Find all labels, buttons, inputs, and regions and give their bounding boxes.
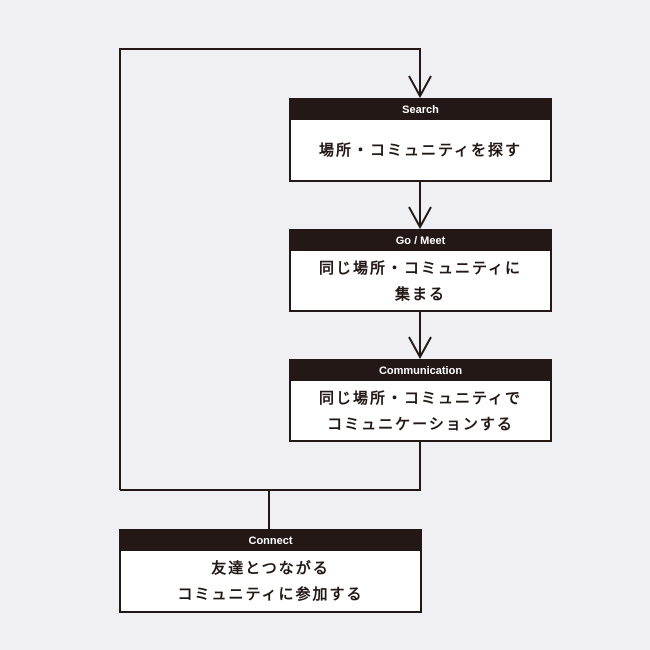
step-title: Search: [291, 100, 550, 120]
arrow-head-search: [408, 75, 432, 99]
step-title: Go / Meet: [291, 231, 550, 251]
step-body: 場所・コミュニティを探す: [291, 120, 550, 180]
step-communication: Communication 同じ場所・コミュニティで コミュニケーションする: [289, 359, 552, 442]
step-text-line: コミュニティに参加する: [177, 585, 364, 603]
step-go-meet: Go / Meet 同じ場所・コミュニティに 集まる: [289, 229, 552, 312]
arrow-head-communication: [408, 336, 432, 360]
step-search: Search 場所・コミュニティを探す: [289, 98, 552, 182]
step-connect: Connect 友達とつながる コミュニティに参加する: [119, 529, 422, 613]
step-title: Communication: [291, 361, 550, 381]
connector-communication-to-merge: [120, 442, 421, 491]
step-text-line: 場所・コミュニティを探す: [318, 141, 523, 159]
step-text-line: 同じ場所・コミュニティで: [318, 388, 523, 407]
step-body: 友達とつながる コミュニティに参加する: [121, 551, 420, 611]
loop-connector: [119, 48, 421, 490]
step-body: 同じ場所・コミュニティで コミュニケーションする: [291, 381, 550, 440]
step-text-line: 集まる: [394, 284, 446, 303]
step-body: 同じ場所・コミュニティに 集まる: [291, 251, 550, 310]
arrow-head-go: [408, 206, 432, 230]
step-text-line: 同じ場所・コミュニティに: [318, 258, 523, 277]
step-title: Connect: [121, 531, 420, 551]
step-text-line: 友達とつながる: [211, 559, 330, 577]
step-text-line: コミュニケーションする: [327, 414, 514, 433]
